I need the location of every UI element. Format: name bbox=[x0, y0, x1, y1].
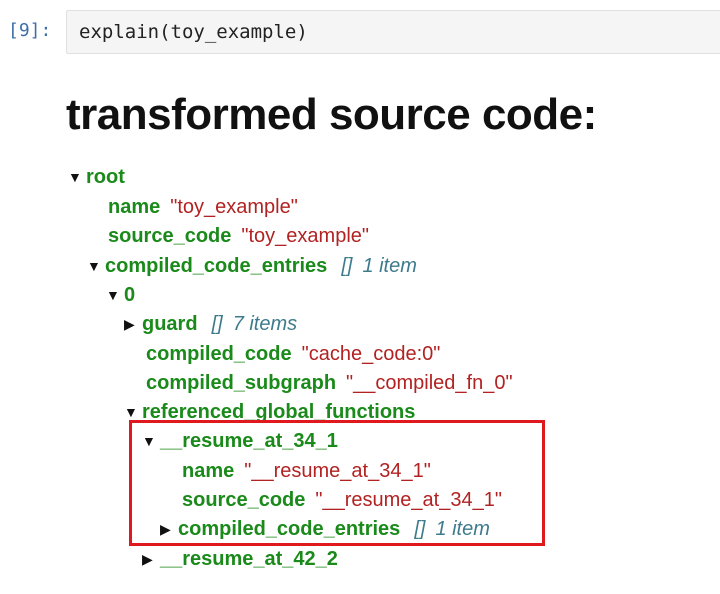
tree-key[interactable]: 0 bbox=[124, 284, 136, 306]
expanded-triangle-icon[interactable]: ▼ bbox=[87, 258, 101, 274]
tree-key[interactable]: guard bbox=[142, 313, 198, 335]
tree-value: "__compiled_fn_0" bbox=[346, 372, 513, 394]
tree-value: "__resume_at_34_1" bbox=[315, 489, 502, 511]
tree-node-referenced-global-functions[interactable]: ▼referenced_global_functions bbox=[124, 399, 415, 425]
tree-meta: [] 1 item bbox=[414, 518, 490, 540]
tree-leaf-source-code: source_code "toy_example" bbox=[108, 223, 369, 249]
highlight-box bbox=[129, 420, 545, 546]
tree-value: "toy_example" bbox=[241, 225, 369, 247]
tree-leaf-name: name "toy_example" bbox=[108, 194, 298, 220]
tree-node-compiled-code-entries[interactable]: ▼compiled_code_entries [] 1 item bbox=[87, 253, 417, 279]
array-bracket: [] bbox=[414, 518, 426, 540]
tree-key[interactable]: compiled_code_entries bbox=[105, 255, 328, 277]
tree-value: "toy_example" bbox=[170, 196, 298, 218]
item-count: 1 item bbox=[362, 255, 417, 277]
tree-node-entry-0[interactable]: ▼0 bbox=[106, 282, 135, 308]
expanded-triangle-icon[interactable]: ▼ bbox=[124, 404, 138, 420]
tree-key[interactable]: __resume_at_42_2 bbox=[160, 548, 338, 570]
collapsed-triangle-icon[interactable]: ▶ bbox=[142, 551, 153, 567]
output-heading: transformed source code: bbox=[66, 90, 597, 139]
expanded-triangle-icon[interactable]: ▼ bbox=[142, 433, 156, 449]
expanded-triangle-icon[interactable]: ▼ bbox=[68, 169, 82, 185]
tree-meta: [] 7 items bbox=[212, 313, 298, 335]
cell-prompt: [9]: bbox=[8, 20, 52, 41]
tree-key: source_code bbox=[182, 489, 306, 511]
tree-leaf-resume-name: name "__resume_at_34_1" bbox=[182, 458, 431, 484]
tree-node-root[interactable]: ▼root bbox=[68, 164, 125, 190]
tree-value: "__resume_at_34_1" bbox=[244, 460, 431, 482]
tree-leaf-compiled-code: compiled_code "cache_code:0" bbox=[146, 341, 440, 367]
tree-key[interactable]: compiled_code_entries bbox=[178, 518, 401, 540]
expanded-triangle-icon[interactable]: ▼ bbox=[106, 287, 120, 303]
tree-meta: [] 1 item bbox=[341, 255, 417, 277]
code-cell-input[interactable]: explain(toy_example) bbox=[66, 10, 720, 54]
tree-node-guard[interactable]: ▶ guard [] 7 items bbox=[124, 311, 297, 337]
collapsed-triangle-icon[interactable]: ▶ bbox=[124, 316, 135, 332]
tree-key[interactable]: root bbox=[86, 166, 125, 188]
tree-node-resume-at-34-1[interactable]: ▼__resume_at_34_1 bbox=[142, 428, 338, 454]
item-count: 1 item bbox=[435, 518, 490, 540]
tree-key: name bbox=[108, 196, 161, 218]
tree-key: compiled_subgraph bbox=[146, 372, 337, 394]
tree-key[interactable]: referenced_global_functions bbox=[142, 401, 416, 423]
tree-leaf-compiled-subgraph: compiled_subgraph "__compiled_fn_0" bbox=[146, 370, 513, 396]
tree-key: compiled_code bbox=[146, 343, 292, 365]
item-count: 7 items bbox=[232, 313, 298, 335]
code-text: explain(toy_example) bbox=[79, 21, 308, 43]
tree-node-resume-compiled-code-entries[interactable]: ▶ compiled_code_entries [] 1 item bbox=[160, 516, 490, 542]
tree-value: "cache_code:0" bbox=[301, 343, 441, 365]
array-bracket: [] bbox=[211, 313, 223, 335]
tree-leaf-resume-source-code: source_code "__resume_at_34_1" bbox=[182, 487, 502, 513]
tree-key: source_code bbox=[108, 225, 232, 247]
tree-key[interactable]: __resume_at_34_1 bbox=[160, 430, 338, 452]
array-bracket: [] bbox=[341, 255, 353, 277]
collapsed-triangle-icon[interactable]: ▶ bbox=[160, 521, 171, 537]
tree-key: name bbox=[182, 460, 235, 482]
tree-node-resume-at-42-2[interactable]: ▶ __resume_at_42_2 bbox=[142, 546, 338, 572]
